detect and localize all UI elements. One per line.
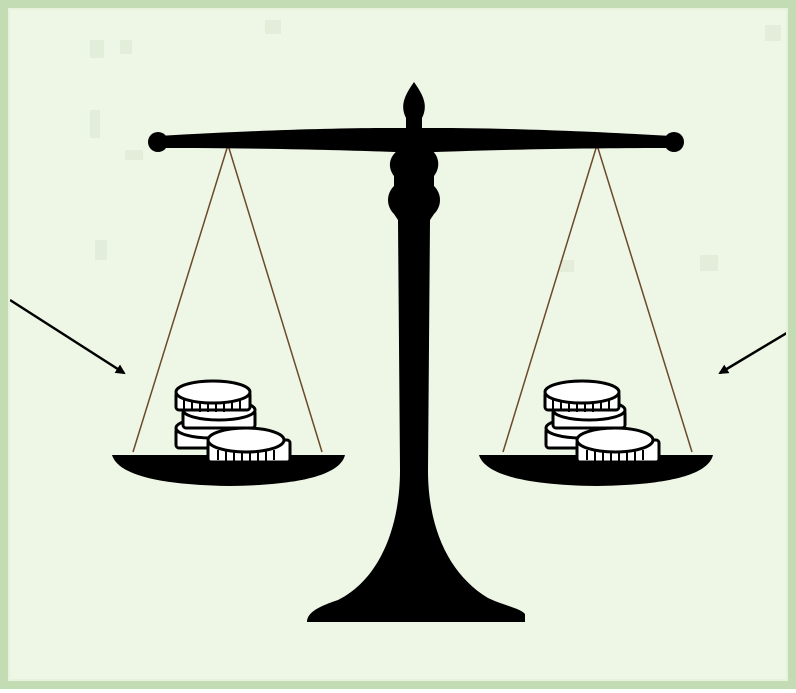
finial-neck: [406, 118, 422, 134]
